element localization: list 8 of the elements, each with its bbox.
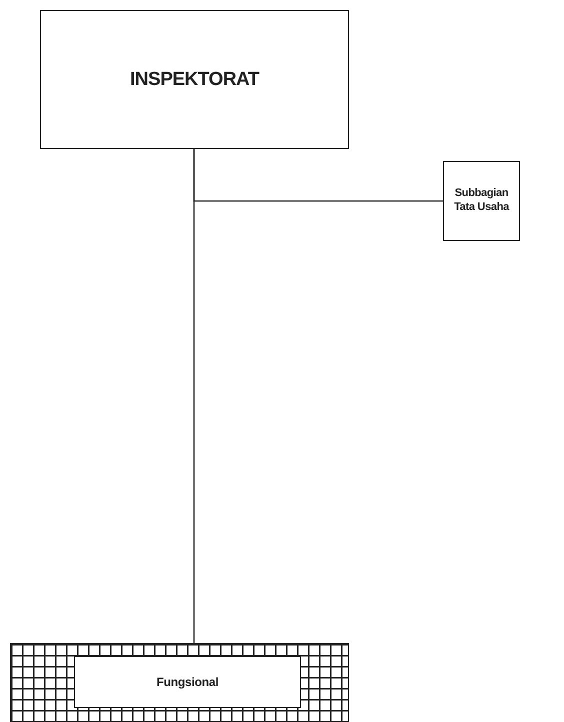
org-box <box>40 10 349 149</box>
org-box <box>443 161 520 241</box>
org-box <box>74 656 301 708</box>
grid-band <box>10 643 349 722</box>
box-label: Subbagian Tata Usaha <box>453 187 510 215</box>
box-label: Fungsional <box>156 674 218 690</box>
connector-line <box>193 149 195 643</box>
box-label: INSPEKTORAT <box>130 68 259 92</box>
